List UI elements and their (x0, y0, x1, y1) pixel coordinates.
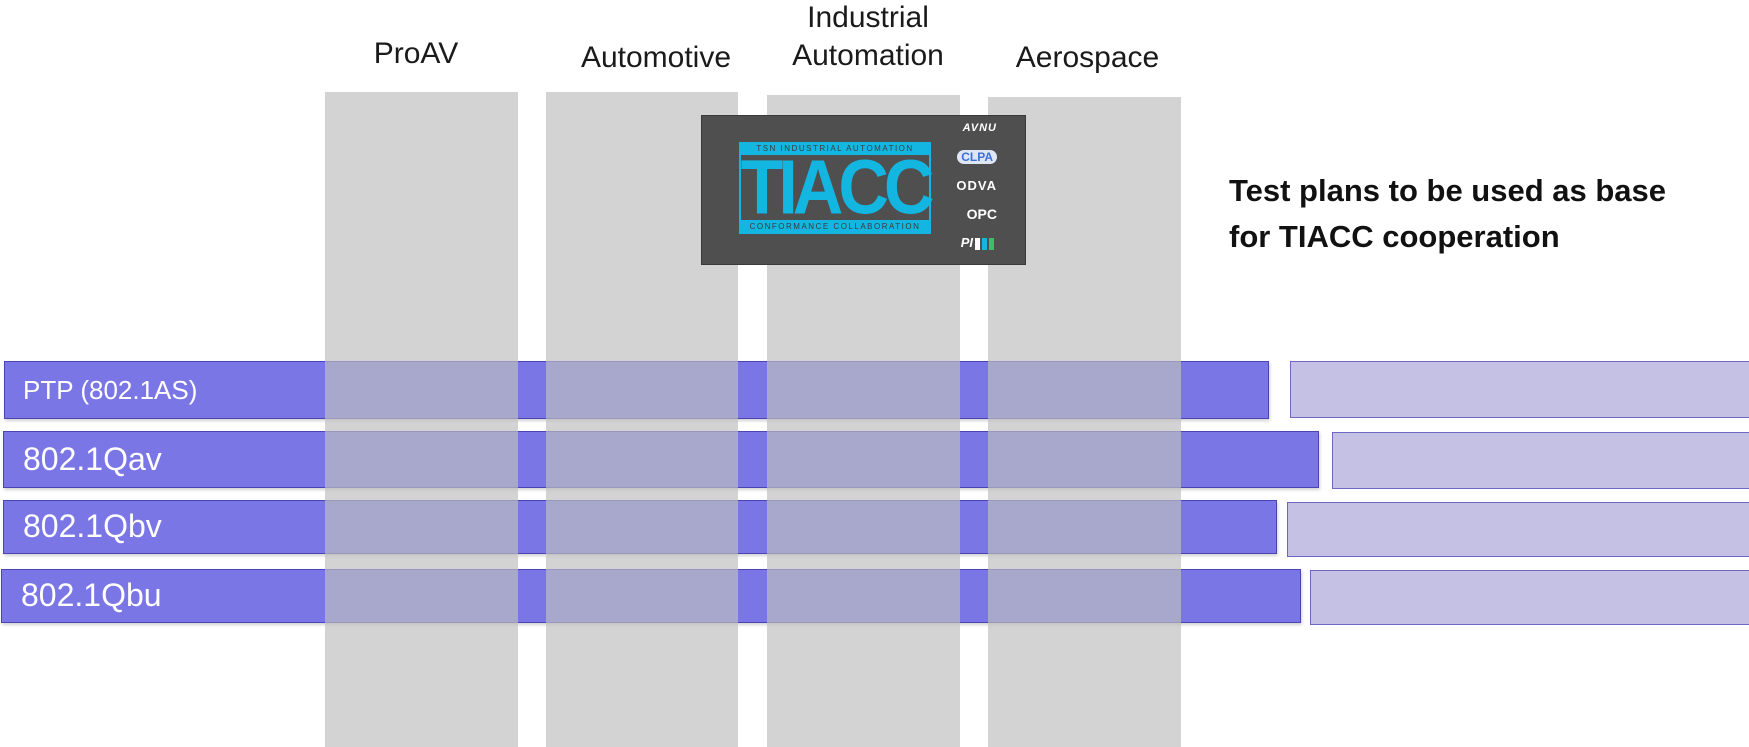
logo-bottom-strip: CONFORMANCE COLLABORATION (739, 220, 931, 233)
bar-label-qbv: 802.1Qbv (23, 508, 162, 544)
test-plans-note: Test plans to be used as base for TIACC … (1229, 168, 1666, 260)
protocol-bar-ptp-extension (1290, 361, 1749, 418)
column-proav (325, 92, 518, 747)
column-title-industrial-automation: Industrial Automation (768, 0, 968, 74)
logo-frame (739, 142, 931, 234)
partner-logo-avnu: AVNU (962, 122, 997, 134)
column-title-proav: ProAV (373, 37, 459, 70)
partner-logo-opc: OPC (966, 206, 997, 222)
column-title-automotive: Automotive (580, 41, 732, 74)
pi-stripes-icon (975, 238, 994, 250)
logo-wordmark: TIACC (740, 144, 935, 230)
bar-label-qav: 802.1Qav (23, 441, 162, 477)
partner-logo-pi: PI (960, 235, 973, 250)
tiacc-logo: TSN INDUSTRIAL AUTOMATION TIACC CONFORMA… (701, 115, 1026, 265)
column-title-line: Industrial (807, 1, 929, 34)
protocol-bar-qav-extension (1332, 432, 1749, 489)
note-line: Test plans to be used as base (1229, 173, 1667, 208)
logo-top-strip: TSN INDUSTRIAL AUTOMATION (739, 142, 931, 155)
partner-logo-clpa: CLPA (957, 150, 997, 164)
protocol-bar-qbu-extension (1310, 570, 1749, 625)
bar-label-ptp: PTP (802.1AS) (23, 375, 198, 405)
partner-logo-odva: ODVA (956, 178, 997, 193)
column-title-aerospace: Aerospace (1015, 41, 1160, 74)
column-title-line: Automation (792, 39, 944, 72)
bar-label-qbu: 802.1Qbu (21, 577, 162, 613)
protocol-bar-qbv-extension (1287, 502, 1749, 557)
note-line: for TIACC cooperation (1229, 219, 1560, 254)
